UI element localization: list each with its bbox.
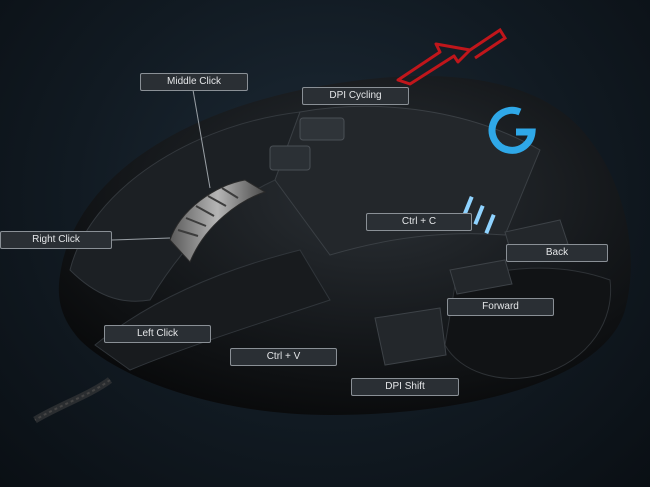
forward-label: Forward [447, 298, 554, 316]
left-click-label: Left Click [104, 325, 211, 343]
top-buttons [269, 117, 345, 171]
scroll-wheel-icon [169, 179, 267, 263]
back-label: Back [506, 244, 608, 262]
ctrl-c-label: Ctrl + C [366, 213, 472, 231]
dpi-cycling-label: DPI Cycling [302, 87, 409, 105]
right-click-label: Right Click [0, 231, 112, 249]
middle-click-label: Middle Click [140, 73, 248, 91]
logitech-g-logo-icon [488, 106, 536, 154]
dpi-indicator-lights [462, 195, 496, 235]
red-arrow-icon [396, 27, 508, 86]
ctrl-v-label: Ctrl + V [230, 348, 337, 366]
dpi-shift-label: DPI Shift [351, 378, 459, 396]
